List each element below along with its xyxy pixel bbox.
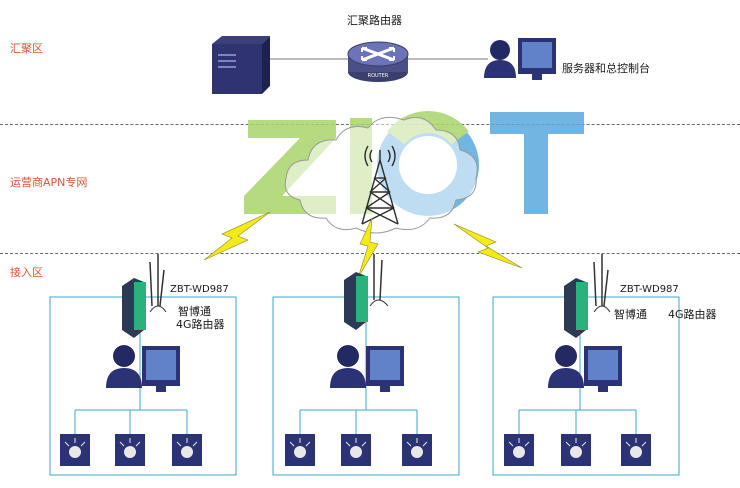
branch-2-4g-router-icon bbox=[344, 254, 389, 330]
zone-label-carrier: 运营商APN专网 bbox=[10, 176, 88, 189]
branch-2-workstation-icon bbox=[330, 345, 404, 392]
terminal-3-3-icon bbox=[621, 434, 651, 466]
router-badge: ROUTER bbox=[368, 73, 389, 79]
terminal-2-3-icon bbox=[402, 434, 432, 466]
branch-1-model: ZBT-WD987 bbox=[170, 284, 229, 295]
console-user-icon bbox=[484, 38, 556, 80]
branch-3-name-line1: 智博通 bbox=[614, 308, 647, 321]
terminal-1-3-icon bbox=[172, 434, 202, 466]
terminal-1-2-icon bbox=[115, 434, 145, 466]
branch-3-4g-router-icon bbox=[564, 254, 611, 338]
router-title: 汇聚路由器 bbox=[347, 14, 402, 27]
lightning-right bbox=[453, 223, 523, 269]
branch-1-name-line1: 智博通 bbox=[178, 305, 211, 318]
branch-3-name-line2: 4G路由器 bbox=[668, 308, 717, 321]
cell-tower-icon bbox=[361, 145, 399, 225]
server-tower-icon bbox=[212, 36, 270, 94]
terminal-1-1-icon bbox=[60, 434, 90, 466]
branch-1-name-line2: 4G路由器 bbox=[176, 318, 225, 331]
wireless-lightning bbox=[203, 211, 523, 279]
zone-label-aggregation: 汇聚区 bbox=[10, 42, 43, 55]
terminal-2-1-icon bbox=[285, 434, 315, 466]
router-icon bbox=[347, 41, 409, 82]
branch-1-4g-router-icon bbox=[122, 254, 167, 338]
branch-1-workstation-icon bbox=[106, 345, 180, 392]
terminal-devices bbox=[60, 434, 651, 466]
terminal-3-1-icon bbox=[504, 434, 534, 466]
zone-label-access: 接入区 bbox=[10, 266, 43, 279]
terminal-2-2-icon bbox=[341, 434, 371, 466]
branch-3-workstation-icon bbox=[548, 345, 622, 392]
lightning-left bbox=[203, 211, 271, 261]
branch-3-model: ZBT-WD987 bbox=[620, 284, 679, 295]
server-console-label: 服务器和总控制台 bbox=[562, 62, 650, 75]
terminal-3-2-icon bbox=[561, 434, 591, 466]
